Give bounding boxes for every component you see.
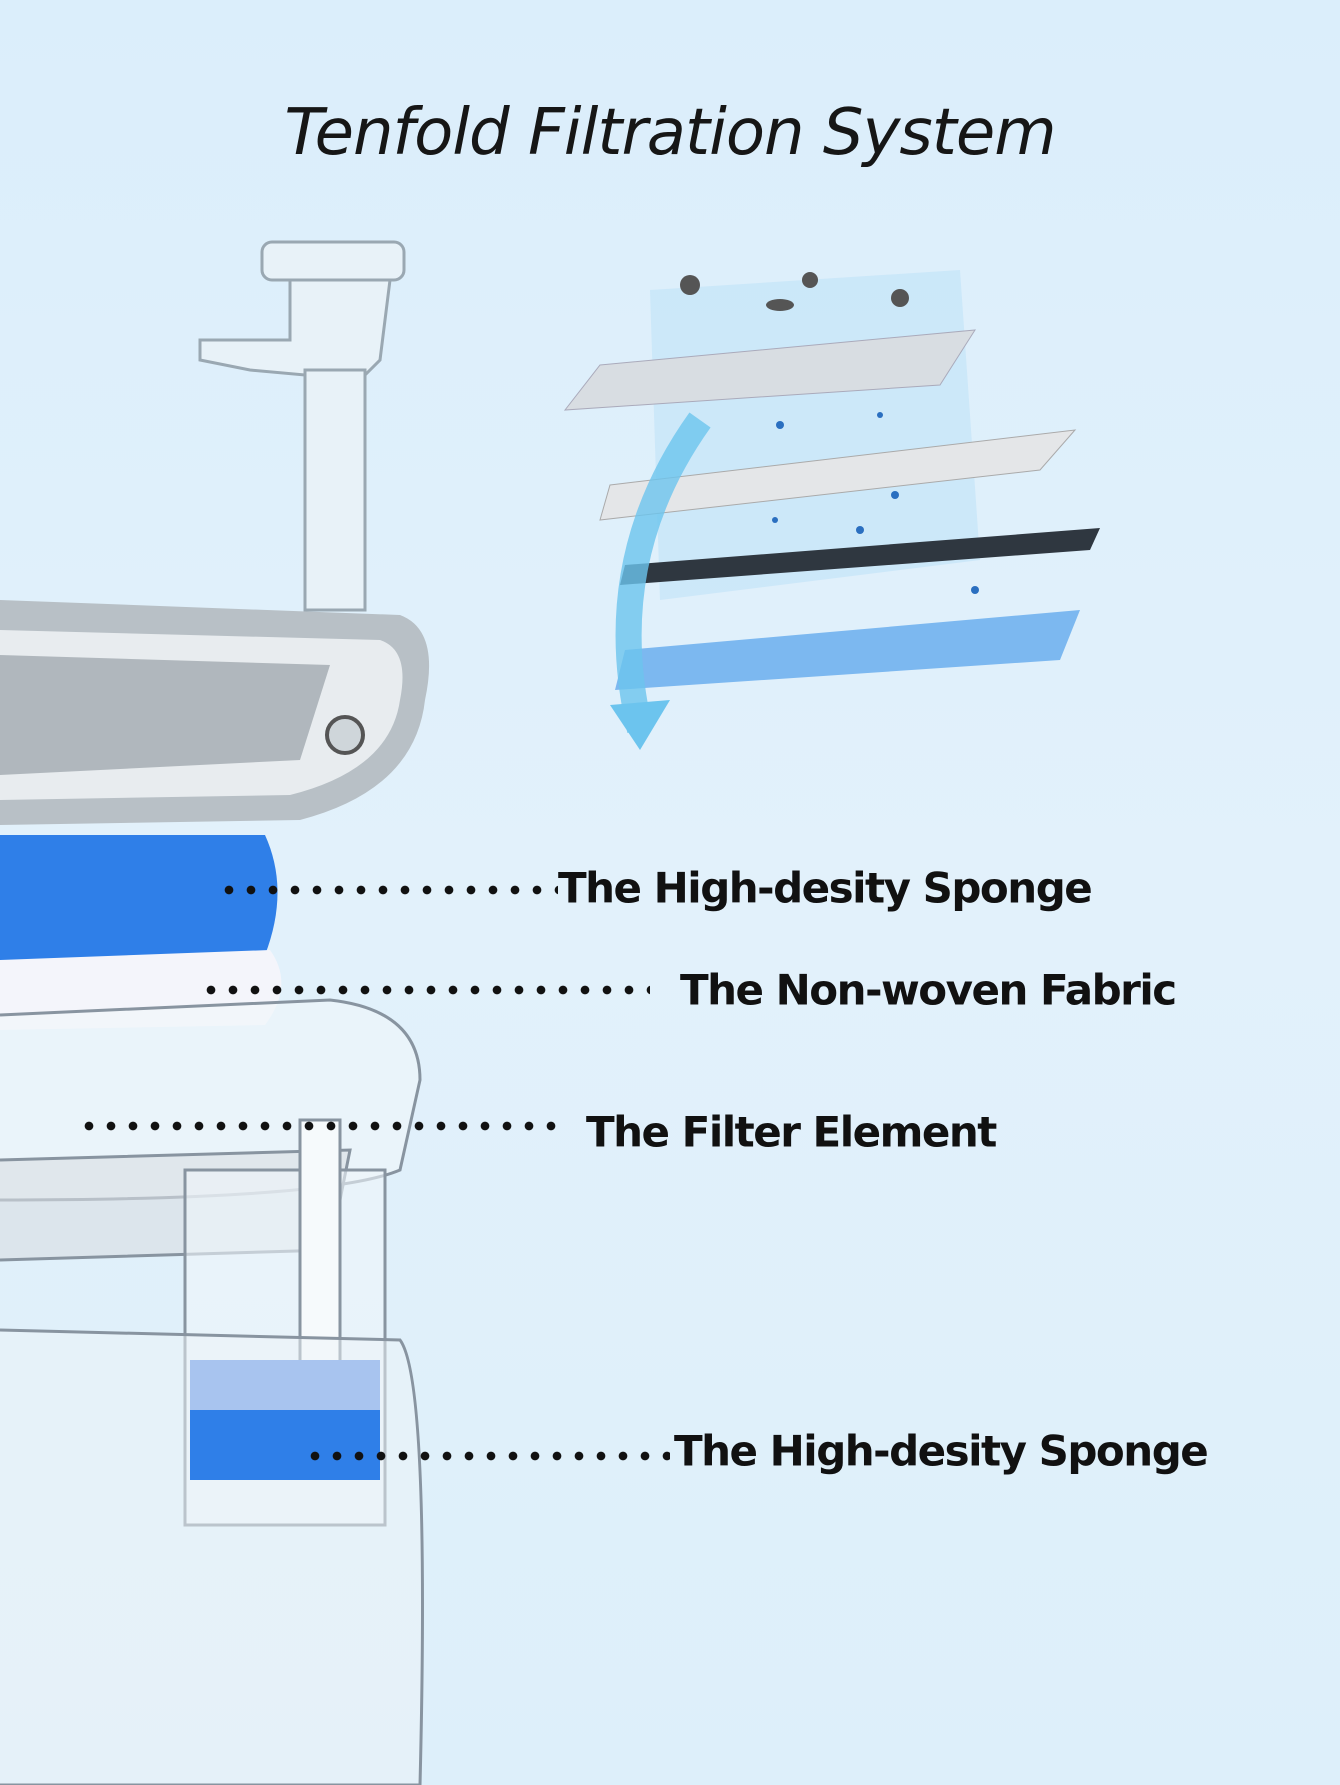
leader-dots-1 (218, 885, 558, 895)
sponge-bottom (190, 1410, 380, 1480)
sponge-layer (615, 610, 1080, 690)
mesh-layer (563, 329, 976, 411)
sponge-top (0, 835, 278, 965)
carbon-layer (620, 528, 1100, 585)
cotton-layer (599, 429, 1077, 521)
label-high-density-sponge-top: The High-desity Sponge (558, 863, 1093, 913)
steel-bowl (0, 600, 430, 825)
page-title: Tenfold Filtration System (284, 96, 1056, 170)
filter-layers-diagram (563, 270, 1100, 750)
label-high-density-sponge-bottom: The High-desity Sponge (674, 1426, 1209, 1476)
label-filter-element: The Filter Element (586, 1107, 997, 1157)
leader-dots-3 (78, 1121, 568, 1131)
label-non-woven-fabric: The Non-woven Fabric (680, 965, 1177, 1015)
faucet (198, 240, 406, 612)
leader-dots-2 (200, 985, 650, 995)
leader-dots-4 (304, 1451, 670, 1461)
mesh-net (190, 1360, 380, 1410)
flow-arrow (615, 412, 711, 733)
